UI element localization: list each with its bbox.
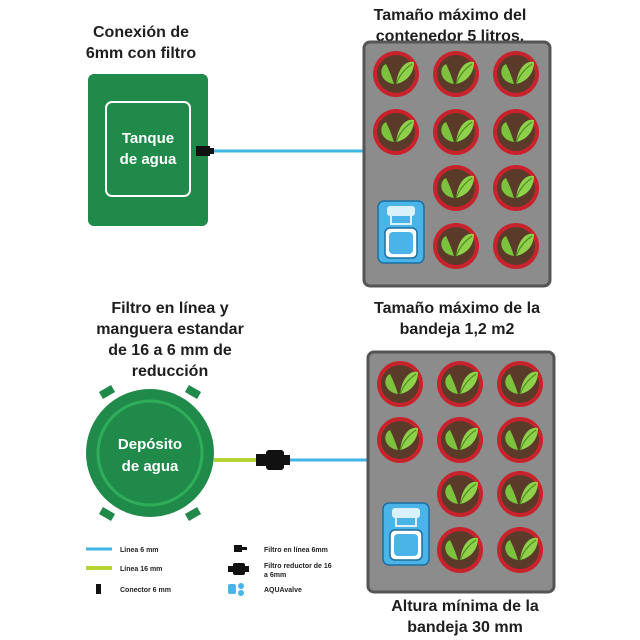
aquavalve-icon: [377, 200, 425, 264]
plant-pot: [372, 108, 420, 156]
legend-label: AQUAvalve: [264, 587, 302, 594]
plant-pot: [496, 360, 544, 408]
connector-6mm: [196, 146, 214, 156]
plant-pot: [432, 108, 480, 156]
legend-item-reducer-filter: Filtro reductor de 16 a 6mm: [228, 563, 332, 579]
water-reservoir: Depósito de agua: [86, 385, 214, 521]
plant-pot: [432, 164, 480, 212]
legend-item-aquavalve: AQUAvalve: [228, 583, 302, 596]
plant-pot: [496, 526, 544, 574]
caption-line: Tamaño máximo de la: [374, 300, 540, 317]
plant-pot: [496, 470, 544, 518]
caption-line: Conexión de: [92, 24, 189, 41]
caption-inline-filter: Filtro en línea y manguera estandar de 1…: [60, 298, 280, 382]
caption-line: 6mm con filtro: [85, 45, 197, 62]
plant-pot: [436, 470, 484, 518]
legend-label: Línea 16 mm: [120, 566, 162, 573]
aquavalve-legend-icon: [228, 584, 236, 594]
caption-line: Filtro en línea y: [111, 300, 229, 317]
caption-line: Tamaño máximo del: [373, 7, 527, 24]
caption-line: Altura mínima de la: [391, 598, 539, 615]
plant-pot: [436, 360, 484, 408]
tank-label-line1: Tanque: [122, 130, 174, 147]
caption-line: manguera estandar: [96, 321, 244, 338]
plant-pot: [492, 108, 540, 156]
legend-item-connector: Conector 6 mm: [96, 584, 171, 594]
plant-pot: [372, 50, 420, 98]
caption-line: bandeja 30 mm: [407, 619, 523, 636]
legend-label: Filtro reductor de 16: [264, 563, 332, 570]
water-tank: Tanque de agua: [88, 74, 208, 226]
legend: Línea 6 mm Línea 16 mm Conector 6 mm Fil…: [86, 545, 332, 596]
legend-label: Línea 6 mm: [120, 547, 159, 554]
plant-pot: [376, 416, 424, 464]
caption-6mm-connection: Conexión de 6mm con filtro: [66, 22, 216, 64]
plant-pot: [376, 360, 424, 408]
plant-pot: [436, 416, 484, 464]
plant-pot: [432, 222, 480, 270]
legend-item-line16: Línea 16 mm: [86, 566, 162, 573]
legend-label: Conector 6 mm: [120, 587, 171, 594]
tank-label-line2: de agua: [120, 151, 177, 168]
caption-line: reducción: [131, 363, 209, 380]
legend-label: Filtro en línea 6mm: [264, 547, 328, 554]
reducer-filter: [256, 450, 290, 470]
legend-item-inline-filter: Filtro en línea 6mm: [234, 545, 328, 554]
reducer-filter-icon: [228, 566, 234, 572]
caption-line: bandeja 1,2 m2: [399, 321, 515, 338]
caption-max-tray: Tamaño máximo de la bandeja 1,2 m2: [352, 298, 562, 340]
inline-filter-icon: [234, 545, 242, 552]
plant-pot: [492, 164, 540, 212]
aquavalve-icon: [382, 502, 430, 566]
caption-min-tray-height: Altura mínima de la bandeja 30 mm: [360, 596, 570, 638]
plant-pot: [492, 222, 540, 270]
reservoir-label-line1: Depósito: [118, 436, 182, 453]
plant-pot: [436, 526, 484, 574]
caption-line: de 16 a 6 mm de: [108, 342, 232, 359]
legend-label: a 6mm: [264, 572, 286, 579]
legend-item-line6: Línea 6 mm: [86, 547, 159, 554]
plant-pot: [496, 416, 544, 464]
reservoir-label-line2: de agua: [122, 458, 179, 475]
connector-icon: [96, 584, 101, 594]
plant-pot: [432, 50, 480, 98]
plant-pot: [492, 50, 540, 98]
